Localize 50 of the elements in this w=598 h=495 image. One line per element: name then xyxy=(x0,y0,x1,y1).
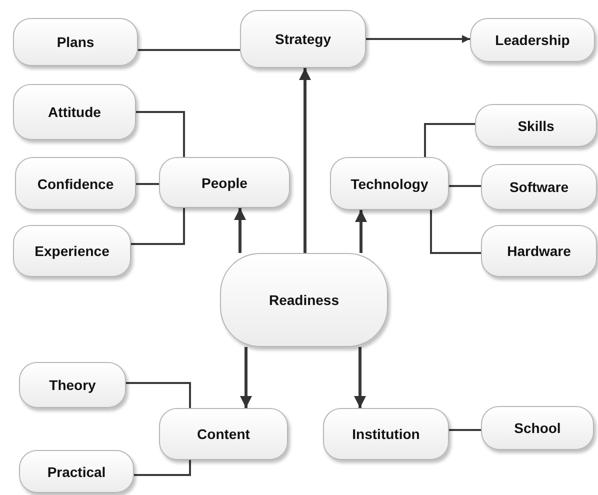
rounded-box xyxy=(19,362,126,408)
node-label: Plans xyxy=(56,34,94,50)
node-label: Strategy xyxy=(274,31,332,47)
connector-line xyxy=(136,183,159,185)
connector-line xyxy=(449,185,481,187)
rounded-box xyxy=(470,18,595,62)
node-label: Hardware xyxy=(507,243,571,259)
arrow xyxy=(234,208,246,253)
connector-line xyxy=(134,460,191,476)
rounded-box xyxy=(13,225,131,277)
node-label: People xyxy=(202,174,248,190)
connector-line xyxy=(131,208,185,245)
node-label: Leadership xyxy=(495,32,570,48)
rounded-box xyxy=(330,157,449,210)
connector-line xyxy=(430,210,481,254)
arrow xyxy=(354,347,366,408)
connector-line xyxy=(449,429,481,431)
node-label: Practical xyxy=(47,464,106,480)
rounded-box xyxy=(323,408,449,460)
node-label: Content xyxy=(197,426,250,442)
arrow xyxy=(355,210,367,253)
arrow xyxy=(299,68,311,253)
node-label: Institution xyxy=(352,426,420,442)
node-label: Attitude xyxy=(48,104,101,120)
node-label: Confidence xyxy=(37,176,114,192)
rounded-box xyxy=(481,164,597,210)
arrow xyxy=(240,347,252,408)
node-label: Experience xyxy=(34,243,110,259)
rounded-box xyxy=(19,450,134,493)
rounded-box xyxy=(159,157,290,208)
node-label: Software xyxy=(509,179,569,195)
rounded-box xyxy=(13,18,138,66)
node-label: Skills xyxy=(518,118,554,134)
rounded-box xyxy=(159,408,288,460)
arrow xyxy=(366,35,470,43)
rounded-box xyxy=(13,84,136,140)
central-node xyxy=(220,253,388,347)
node-label: Theory xyxy=(49,377,96,393)
node-label: Technology xyxy=(350,176,428,192)
rounded-box xyxy=(15,157,136,210)
rounded-box xyxy=(481,225,597,277)
rounded-box xyxy=(481,406,594,450)
connector-line xyxy=(136,111,185,157)
rounded-box xyxy=(475,104,597,147)
connector-line xyxy=(424,123,475,157)
node-label: Readiness xyxy=(268,292,340,308)
connector-line xyxy=(126,382,191,408)
rounded-box xyxy=(240,10,366,68)
connector-line xyxy=(138,49,240,51)
node-label: School xyxy=(514,420,561,436)
